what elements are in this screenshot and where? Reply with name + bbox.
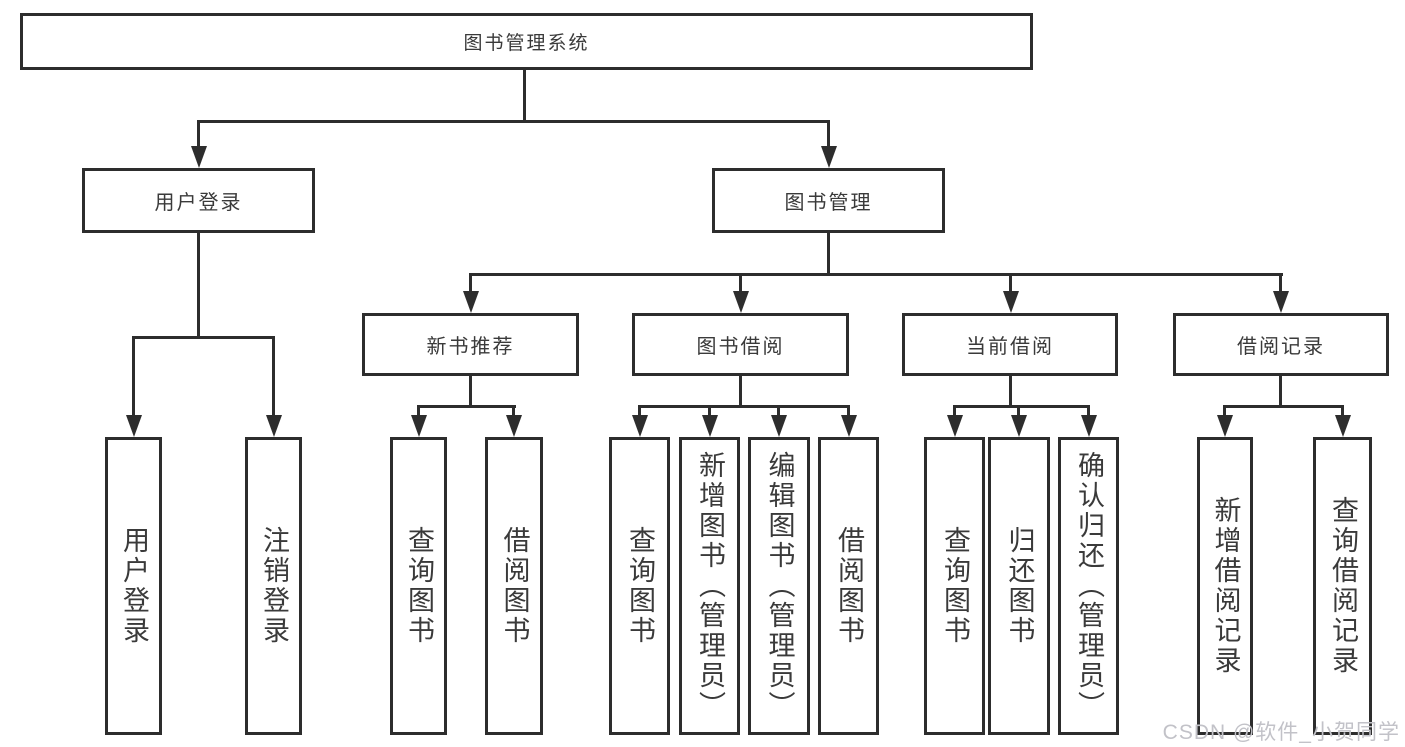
connector-line <box>953 405 956 421</box>
arrow-down-icon <box>125 415 142 437</box>
connector-line <box>1223 405 1226 421</box>
connector-line <box>417 405 420 421</box>
leaf-borrow-add-book-admin-label: 新增图书（管理员） <box>695 451 725 721</box>
connector-line <box>827 120 830 152</box>
connector-line <box>1017 405 1020 421</box>
leaf-logout: 注销登录 <box>245 437 302 735</box>
connector-line <box>197 233 200 336</box>
leaf-records-query-record: 查询借阅记录 <box>1313 437 1372 735</box>
connector-line <box>953 405 1090 408</box>
leaf-newbooks-borrow-book: 借阅图书 <box>485 437 543 735</box>
node-new-book-recommend-label: 新书推荐 <box>426 336 515 358</box>
node-user-login-label: 用户登录 <box>154 192 243 214</box>
connector-line <box>827 233 830 273</box>
connector-line <box>708 405 711 421</box>
leaf-current-query-book: 查询图书 <box>924 437 985 735</box>
connector-line <box>638 405 641 421</box>
connector-line <box>417 405 516 408</box>
leaf-borrow-edit-book-admin: 编辑图书（管理员） <box>748 437 810 735</box>
leaf-user-login-label: 用户登录 <box>119 526 149 646</box>
connector-line <box>197 120 830 123</box>
connector-line <box>132 336 135 420</box>
connector-line <box>469 273 472 297</box>
connector-line <box>1009 376 1012 405</box>
node-borrow-records-label: 借阅记录 <box>1237 336 1325 358</box>
node-book-management-label: 图书管理 <box>784 192 873 214</box>
connector-line <box>469 376 472 405</box>
leaf-records-add-record: 新增借阅记录 <box>1197 437 1253 735</box>
arrow-down-icon <box>410 415 427 437</box>
node-root-label: 图书管理系统 <box>463 33 590 54</box>
connector-line <box>777 405 780 421</box>
leaf-current-return-book-label: 归还图书 <box>1004 526 1035 646</box>
node-book-borrow-label: 图书借阅 <box>696 336 785 358</box>
connector-line <box>847 405 850 421</box>
leaf-borrow-edit-book-admin-label: 编辑图书（管理员） <box>764 451 795 721</box>
connector-line <box>1279 273 1282 297</box>
arrow-down-icon <box>820 146 837 168</box>
leaf-current-confirm-return-admin: 确认归还（管理员） <box>1058 437 1119 735</box>
leaf-current-return-book: 归还图书 <box>988 437 1050 735</box>
arrow-down-icon <box>1217 415 1233 437</box>
leaf-borrow-query-book: 查询图书 <box>609 437 670 735</box>
leaf-newbooks-query-book-label: 查询图书 <box>404 526 434 646</box>
leaf-records-add-record-label: 新增借阅记录 <box>1210 496 1241 676</box>
arrow-down-icon <box>1080 415 1097 437</box>
connector-line <box>1341 405 1344 421</box>
leaf-current-query-book-label: 查询图书 <box>940 526 970 646</box>
connector-line <box>523 70 526 120</box>
arrow-down-icon <box>506 415 522 437</box>
arrow-down-icon <box>1002 291 1019 313</box>
connector-line <box>1279 376 1282 405</box>
node-book-management: 图书管理 <box>712 168 945 233</box>
watermark-text: CSDN @软件_小贺同学 <box>1162 721 1400 744</box>
node-root: 图书管理系统 <box>20 13 1033 70</box>
node-current-borrow-label: 当前借阅 <box>966 336 1054 358</box>
connector-line <box>197 120 200 152</box>
connector-line <box>512 405 515 421</box>
connector-line <box>1223 405 1344 408</box>
node-borrow-records: 借阅记录 <box>1173 313 1389 376</box>
connector-line <box>272 336 275 420</box>
arrow-down-icon <box>265 415 282 437</box>
arrow-down-icon <box>190 146 207 168</box>
node-current-borrow: 当前借阅 <box>902 313 1118 376</box>
leaf-borrow-query-book-label: 查询图书 <box>625 526 655 646</box>
leaf-newbooks-borrow-book-label: 借阅图书 <box>499 526 530 646</box>
arrow-down-icon <box>701 415 718 437</box>
leaf-logout-label: 注销登录 <box>259 526 289 646</box>
connector-line <box>1087 405 1090 421</box>
leaf-records-query-record-label: 查询借阅记录 <box>1328 496 1358 676</box>
node-book-borrow: 图书借阅 <box>632 313 849 376</box>
arrow-down-icon <box>1011 415 1027 437</box>
arrow-down-icon <box>840 415 857 437</box>
arrow-down-icon <box>946 415 963 437</box>
node-new-book-recommend: 新书推荐 <box>362 313 579 376</box>
arrow-down-icon <box>1273 291 1289 313</box>
leaf-current-confirm-return-admin-label: 确认归还（管理员） <box>1074 451 1104 721</box>
connector-line <box>739 273 742 297</box>
arrow-down-icon <box>771 415 787 437</box>
arrow-down-icon <box>732 291 749 313</box>
connector-line <box>1009 273 1012 297</box>
connector-line <box>469 273 1283 276</box>
leaf-borrow-add-book-admin: 新增图书（管理员） <box>679 437 740 735</box>
arrow-down-icon <box>462 291 479 313</box>
connector-line <box>638 405 850 408</box>
arrow-down-icon <box>1334 415 1351 437</box>
leaf-newbooks-query-book: 查询图书 <box>390 437 447 735</box>
connector-line <box>132 336 275 339</box>
leaf-borrow-borrow-book: 借阅图书 <box>818 437 879 735</box>
leaf-user-login: 用户登录 <box>105 437 162 735</box>
leaf-borrow-borrow-book-label: 借阅图书 <box>834 526 864 646</box>
node-user-login: 用户登录 <box>82 168 315 233</box>
connector-line <box>739 376 742 405</box>
arrow-down-icon <box>631 415 648 437</box>
